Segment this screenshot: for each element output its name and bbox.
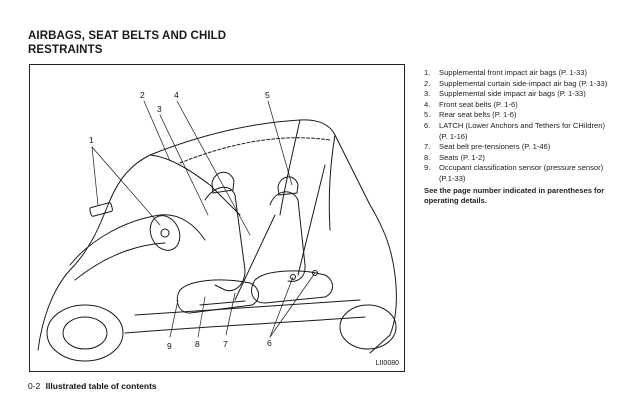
legend: 1. Supplemental front impact air bags (P.… bbox=[424, 68, 610, 207]
legend-item: 8. Seats (P. 1-2) bbox=[424, 153, 610, 164]
callout-8: 8 bbox=[195, 339, 200, 349]
car-cutaway-drawing bbox=[37, 100, 397, 362]
front-airbag-panel bbox=[89, 202, 113, 217]
figure-id: LII0080 bbox=[375, 360, 399, 367]
legend-item-text: Occupant classification sensor (pressure… bbox=[439, 163, 604, 183]
section-title-line-1: AIRBAGS, SEAT BELTS AND CHILD bbox=[28, 30, 227, 42]
legend-item-text: Seats (P. 1-2) bbox=[439, 152, 485, 162]
front-headrest bbox=[211, 171, 235, 194]
callout-1: 1 bbox=[89, 135, 94, 145]
floor-line bbox=[124, 316, 366, 334]
rear-seat-cushion bbox=[251, 270, 333, 304]
legend-item-number: 9. bbox=[424, 163, 431, 173]
legend-item: 6. LATCH (Lower Anchors and Tethers for C… bbox=[424, 121, 610, 142]
legend-item-text: Supplemental curtain side-impact air bag… bbox=[439, 78, 608, 88]
legend-item-text: LATCH (Lower Anchors and Tethers for CHi… bbox=[439, 120, 606, 141]
rear-seat-belt bbox=[297, 164, 326, 276]
callout-4: 4 bbox=[174, 90, 179, 100]
roof-rail bbox=[279, 119, 301, 216]
windshield-frame bbox=[149, 154, 241, 216]
section-title-line-2: RESTRAINTS bbox=[28, 44, 103, 56]
front-seat-belt bbox=[234, 214, 276, 301]
front-wheel bbox=[46, 304, 124, 362]
front-seat-cushion bbox=[176, 279, 259, 314]
legend-item-number: 3. bbox=[424, 89, 431, 99]
legend-item-number: 4. bbox=[424, 99, 431, 109]
legend-item: 7. Seat belt pre-tensioners (P. 1-46) bbox=[424, 142, 610, 153]
callout-7: 7 bbox=[223, 339, 228, 349]
latch-anchor-1 bbox=[290, 274, 296, 280]
footer-section-name: Illustrated table of contents bbox=[45, 381, 157, 391]
legend-item: 2. Supplemental curtain side-impact air b… bbox=[424, 79, 610, 90]
legend-item-number: 8. bbox=[424, 152, 431, 162]
front-seat-back bbox=[204, 186, 246, 292]
legend-item: 4. Front seat belts (P. 1-6) bbox=[424, 100, 610, 111]
dashboard bbox=[69, 214, 206, 266]
legend-item: 1. Supplemental front impact air bags (P.… bbox=[424, 68, 610, 79]
legend-item-number: 5. bbox=[424, 110, 431, 120]
car-interior-illustration: 1 2 3 4 5 6 7 8 9 LII0080 bbox=[29, 64, 405, 372]
rear-headrest bbox=[277, 176, 299, 196]
callout-9: 9 bbox=[167, 341, 172, 351]
callout-leader-lines bbox=[91, 100, 316, 338]
curtain-airbag-line bbox=[179, 137, 331, 164]
callout-2: 2 bbox=[140, 90, 145, 100]
section-title: AIRBAGS, SEAT BELTS AND CHILD RESTRAINTS bbox=[28, 29, 328, 57]
legend-list: 1. Supplemental front impact air bags (P.… bbox=[424, 68, 610, 185]
legend-item-text: Supplemental front impact air bags (P. 1… bbox=[439, 68, 588, 77]
legend-item-number: 6. bbox=[424, 120, 431, 130]
legend-item-text: Rear seat belts (P. 1-6) bbox=[439, 110, 517, 120]
legend-item-text: Seat belt pre-tensioners (P. 1-46) bbox=[439, 142, 551, 152]
rear-seat-back bbox=[269, 191, 306, 282]
steering-wheel bbox=[149, 215, 181, 251]
callout-6: 6 bbox=[267, 338, 272, 348]
callout-5: 5 bbox=[265, 90, 270, 100]
callout-3: 3 bbox=[157, 104, 162, 114]
latch-anchor-2 bbox=[312, 270, 318, 276]
rear-wheel bbox=[339, 304, 397, 350]
legend-item-number: 7. bbox=[424, 142, 431, 152]
operating-details-note: See the page number indicated in parenth… bbox=[424, 185, 605, 206]
page-footer: 0-2 Illustrated table of contents bbox=[28, 381, 157, 391]
legend-item: 3. Supplemental side impact air bags (P. … bbox=[424, 89, 610, 100]
page-number: 0-2 bbox=[28, 381, 41, 391]
rear-pillar bbox=[328, 134, 336, 231]
legend-item-number: 1. bbox=[424, 68, 431, 77]
steering-hub bbox=[160, 228, 170, 238]
legend-item-text: Front seat belts (P. 1-6) bbox=[439, 99, 518, 109]
legend-item: 9. Occupant classification sensor (pressu… bbox=[424, 163, 610, 184]
dashboard-lower bbox=[74, 242, 166, 281]
front-seat-belt-lap bbox=[199, 300, 246, 306]
front-wheel-inner bbox=[62, 316, 108, 350]
legend-item-number: 2. bbox=[424, 78, 431, 88]
car-body-outline bbox=[37, 119, 397, 354]
legend-item: 5. Rear seat belts (P. 1-6) bbox=[424, 110, 610, 121]
legend-item-text: Supplemental side impact air bags (P. 1-… bbox=[439, 89, 586, 99]
door-sill bbox=[134, 299, 361, 316]
